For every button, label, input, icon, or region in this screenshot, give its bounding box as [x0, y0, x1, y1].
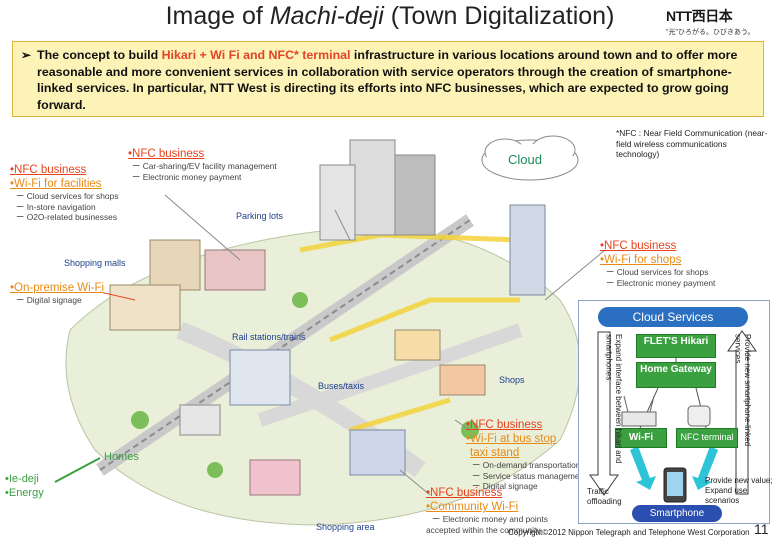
callout-ie-deji-energy: •Ie-deji •Energy [5, 473, 44, 499]
callout-right-shops: •NFC business •Wi-Fi for shops ー Cloud s… [600, 240, 716, 288]
nfc-footnote: *NFC : Near Field Communication (near-fi… [616, 128, 768, 159]
page-number: 11 [754, 521, 769, 537]
page-title: Image of Machi-deji (Town Digitalization… [165, 2, 615, 30]
callout-community-wifi: •NFC business •Community Wi-Fi ー Electro… [426, 487, 548, 535]
provide-value-label: Provide new value; Expand use scenarios [705, 476, 773, 505]
flets-hikari-box: FLET'S Hikari [636, 334, 716, 358]
nfc-terminal-box: NFC terminal [676, 428, 738, 448]
callout-top-center: •NFC business ー Car-sharing/EV facility … [128, 148, 277, 182]
left-vertical-label: Expand interface between hikari and smar… [604, 334, 624, 464]
label-shopping-area: Shopping area [316, 522, 375, 532]
home-gateway-box: Home Gateway [636, 362, 716, 388]
copyright: Copyright©2012 Nippon Telegraph and Tele… [508, 528, 750, 537]
right-vertical-label: Provide new smartphone-linked services [733, 334, 753, 447]
wifi-box: Wi-Fi [615, 428, 667, 448]
ntt-west-logo: NTT西日本 "光"ひろがる。ひびきあう。 [666, 6, 774, 37]
cloud-services-banner: Cloud Services [598, 307, 748, 327]
label-homes: Homes [104, 451, 139, 463]
callout-bus-stop: •NFC business •Wi-Fi at bus stop taxi st… [466, 419, 587, 491]
traffic-offloading-label: Traffic offloading [587, 487, 622, 506]
label-buses-taxis: Buses/taxis [318, 381, 365, 391]
label-shopping-malls: Shopping malls [64, 258, 126, 268]
bullet-arrow-icon: ➢ [21, 48, 32, 62]
concept-box: ➢ The concept to build Hikari + Wi Fi an… [12, 41, 764, 117]
label-parking-lots: Parking lots [236, 211, 284, 221]
label-shops: Shops [499, 375, 525, 385]
smartphone-badge: Smartphone [632, 505, 722, 522]
callout-top-left: •NFC business •Wi-Fi for facilities ー Cl… [10, 164, 119, 222]
logo-slogan: "光"ひろがる。ひびきあう。 [666, 29, 755, 36]
logo-brand: NTT西日本 [666, 8, 733, 24]
cloud-label: Cloud [508, 152, 542, 167]
callout-onpremise-wifi: •On-premise Wi-Fi ー Digital signage [10, 282, 105, 305]
concept-highlight: Hikari + Wi Fi and NFC* terminal [161, 48, 351, 62]
label-rail-stations: Rail stations/trains [232, 332, 306, 342]
cloud-services-arrows [589, 330, 757, 503]
